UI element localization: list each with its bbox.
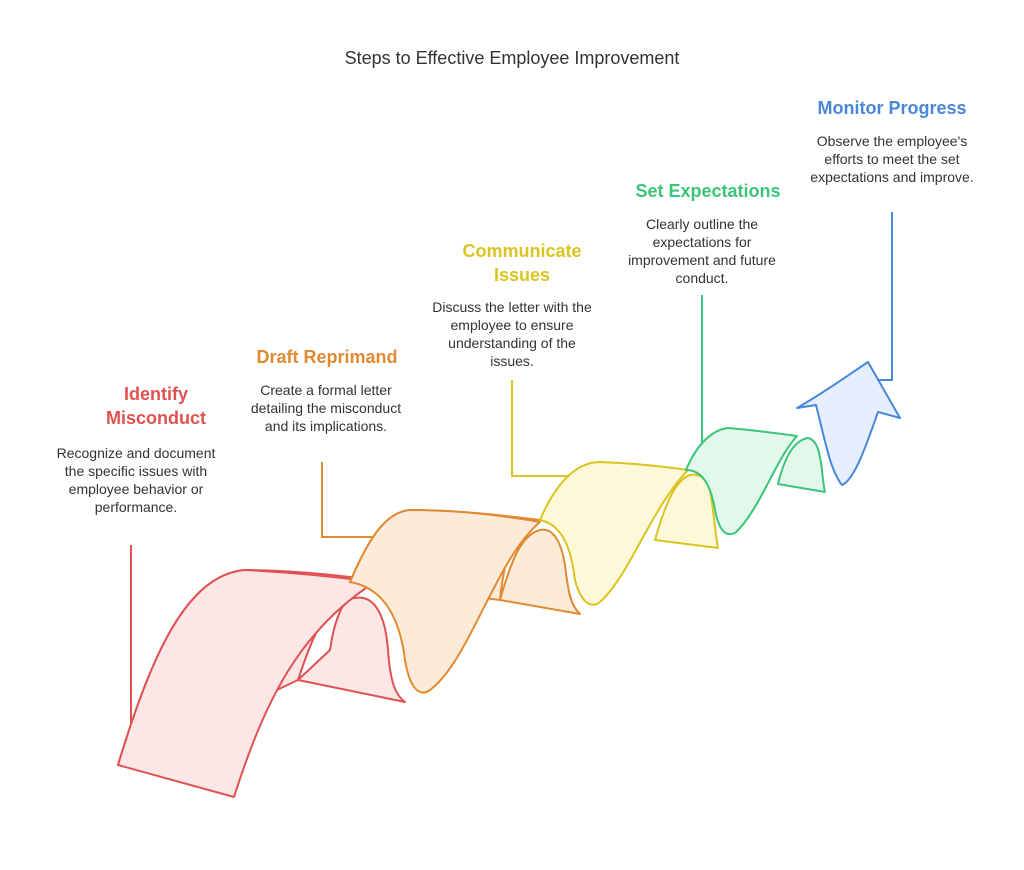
step-desc-set-expectations: Clearly outline the expectations for imp… [628,216,776,286]
connector-line-draft [321,462,385,538]
arrow-monitor-progress [796,361,901,486]
ribbon-communicate-issues [539,461,719,606]
diagram-title: Steps to Effective Employee Improvement [344,48,680,68]
step-title-identify-misconduct: Identify Misconduct [105,384,206,428]
step-desc-identify-misconduct: Recognize and document the specific issu… [56,445,216,515]
ribbon-identify-misconduct [117,569,406,798]
step-title-communicate-issues: Communicate Issues [462,241,582,285]
step-title-monitor-progress: Monitor Progress [817,98,967,118]
step-title-draft-reprimand: Draft Reprimand [256,347,398,367]
connector-line-communicate [511,380,570,477]
connector-line-monitor [878,212,893,381]
step-desc-communicate-issues: Discuss the letter with the employee to … [432,299,592,369]
step-desc-monitor-progress: Observe the employee's efforts to meet t… [810,133,974,185]
ribbon-set-expectations [685,427,826,535]
step-title-set-expectations: Set Expectations [635,181,781,201]
ribbon-draft-reprimand [349,509,581,694]
step-desc-draft-reprimand: Create a formal letter detailing the mis… [250,382,402,434]
